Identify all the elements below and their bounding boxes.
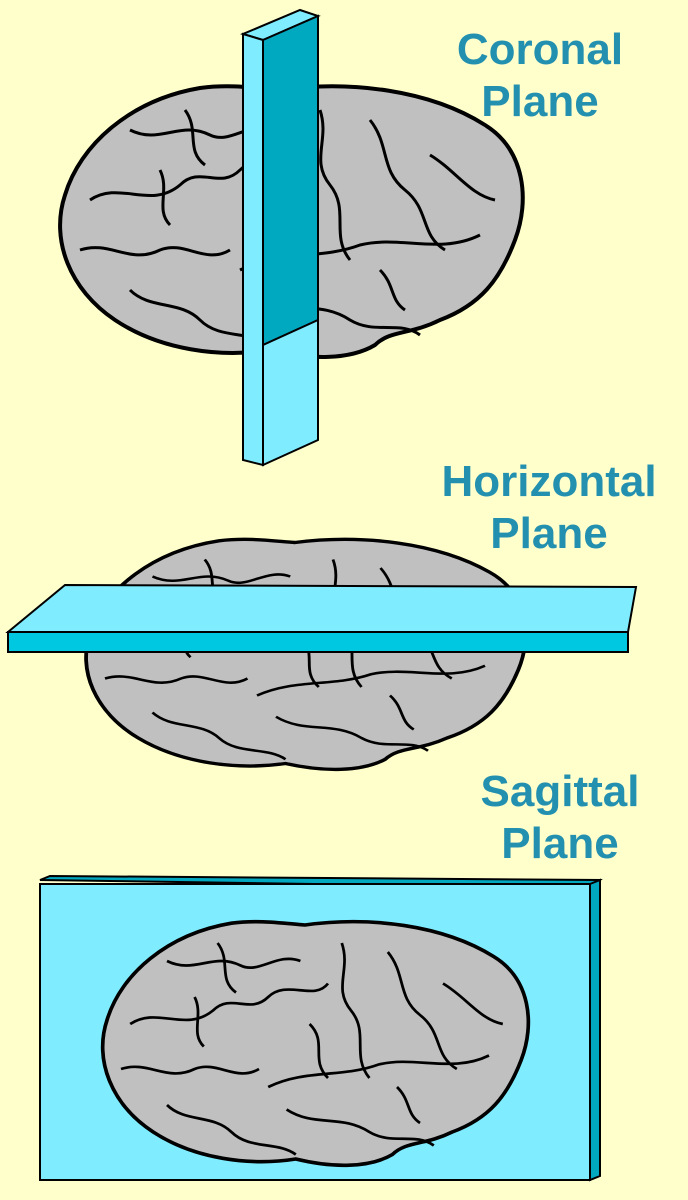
sagittal-section <box>39 874 603 1182</box>
sagittal-label-line2: Plane <box>501 819 619 868</box>
coronal-plane-face <box>242 32 264 467</box>
horizontal-plane-top <box>5 583 638 633</box>
sagittal-plane-label: Sagittal Plane <box>455 766 665 870</box>
horizontal-label-line1: Horizontal <box>441 457 657 506</box>
coronal-label-line2: Plane <box>481 77 599 126</box>
horizontal-label-line2: Plane <box>490 509 608 558</box>
coronal-plane-label: Coronal Plane <box>430 24 650 128</box>
horizontal-brain-icon <box>84 537 528 772</box>
sagittal-plane-side-edge <box>589 878 601 1182</box>
sagittal-label-line1: Sagittal <box>480 767 640 816</box>
horizontal-plane-label: Horizontal Plane <box>418 456 680 560</box>
horizontal-plane-edge <box>7 631 629 653</box>
coronal-plane-edge <box>262 14 319 347</box>
sagittal-brain-icon <box>100 919 531 1168</box>
coronal-section <box>58 8 525 467</box>
coronal-plane-lower <box>262 318 319 467</box>
horizontal-section <box>5 537 638 772</box>
coronal-label-line1: Coronal <box>456 25 624 74</box>
